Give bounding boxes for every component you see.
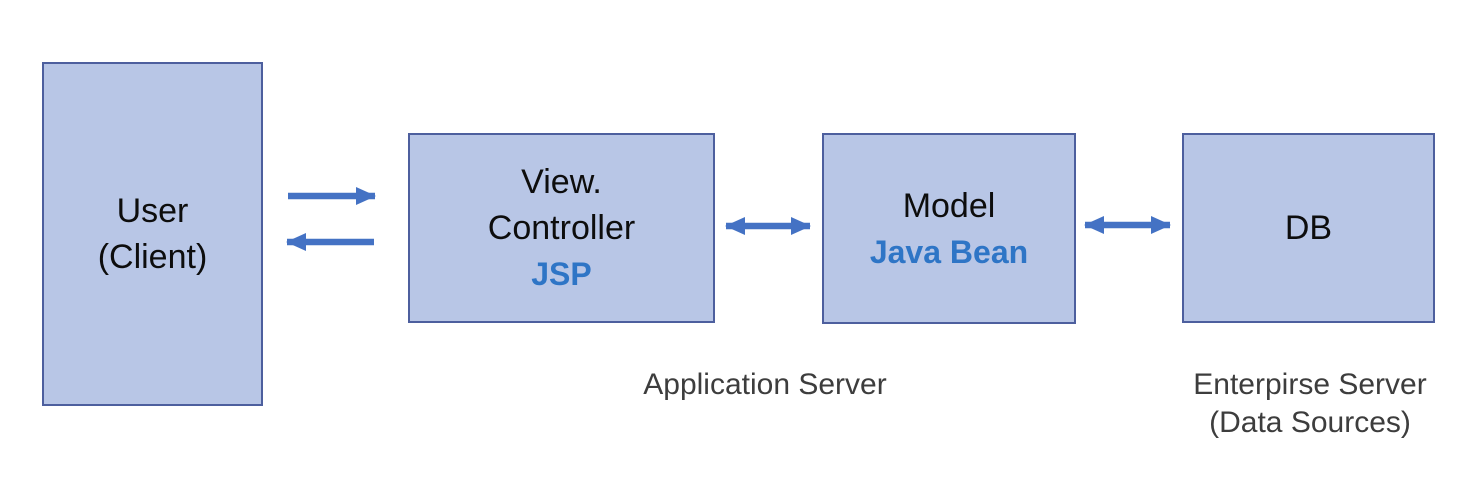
node-view-label-line1: View. <box>521 163 602 201</box>
caption-enterprise-server-line1: Enterpirse Server <box>1193 368 1427 401</box>
node-user-label-line1: User <box>116 192 189 230</box>
caption-enterprise-server: Enterpirse Server (Data Sources) <box>1110 366 1464 442</box>
node-db: DB <box>1182 133 1435 323</box>
node-view-label-line2: Controller <box>487 209 636 247</box>
node-user-label-line2: (Client) <box>97 238 208 276</box>
caption-enterprise-server-line2: (Data Sources) <box>1209 406 1411 439</box>
node-model-tech-label: Java Bean <box>869 233 1029 270</box>
node-db-label: DB <box>1284 209 1333 247</box>
node-user-client: User (Client) <box>42 62 263 406</box>
node-model-label: Model <box>902 186 996 225</box>
node-model: Model Java Bean <box>822 133 1076 324</box>
caption-application-server: Application Server <box>643 368 887 401</box>
node-view-controller: View. Controller JSP <box>408 133 715 323</box>
node-view-tech-label: JSP <box>531 256 592 292</box>
